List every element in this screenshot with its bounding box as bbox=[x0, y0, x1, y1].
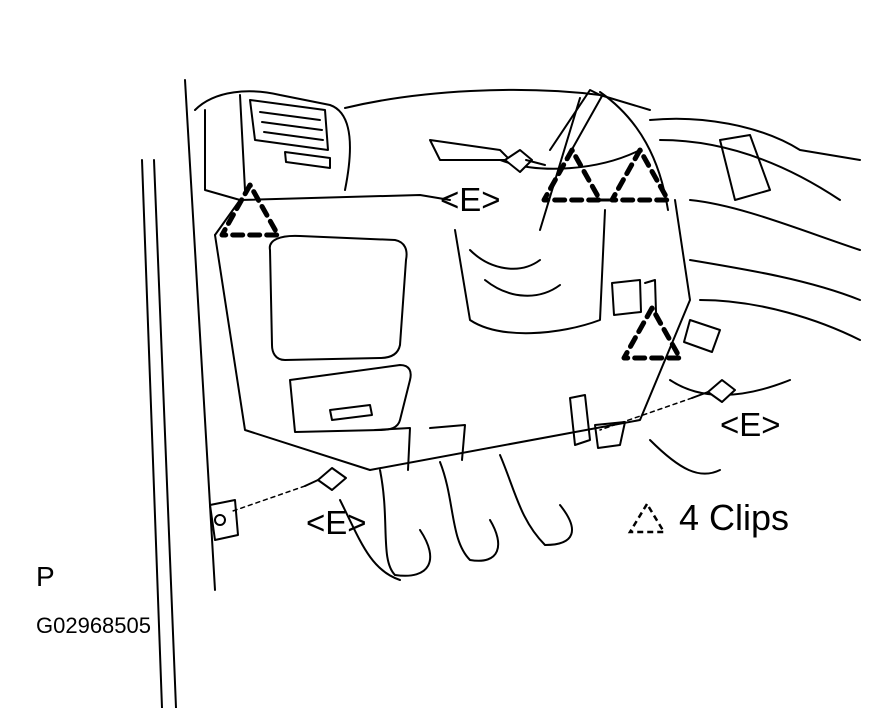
dashboard-upper bbox=[194, 88, 651, 201]
clips-legend-text: 4 Clips bbox=[679, 497, 790, 538]
clips-legend: 4 Clips bbox=[627, 500, 789, 536]
panel-opening bbox=[268, 234, 408, 361]
air-vent-outline bbox=[249, 99, 329, 151]
figure-code: G02968505 bbox=[36, 613, 151, 638]
pedals bbox=[339, 454, 573, 581]
wiring-harness bbox=[649, 117, 861, 475]
bolt-left bbox=[209, 467, 347, 541]
panel-pocket bbox=[289, 364, 412, 433]
view-letter: P bbox=[36, 561, 55, 592]
bolt-right bbox=[599, 379, 736, 431]
bolt-top bbox=[504, 149, 546, 173]
dashed-triangle-icon bbox=[219, 182, 281, 238]
callout-e-bottom: <E> bbox=[306, 504, 367, 541]
dashed-triangle-icon bbox=[541, 147, 603, 203]
clip-markers bbox=[219, 147, 683, 361]
callout-e-top: <E> bbox=[440, 181, 501, 218]
dashed-triangle-icon bbox=[609, 147, 671, 203]
dashed-triangle-icon bbox=[627, 501, 667, 534]
callout-e-right: <E> bbox=[720, 406, 781, 443]
dashed-triangle-icon bbox=[621, 305, 683, 361]
lower-panel bbox=[214, 194, 691, 471]
